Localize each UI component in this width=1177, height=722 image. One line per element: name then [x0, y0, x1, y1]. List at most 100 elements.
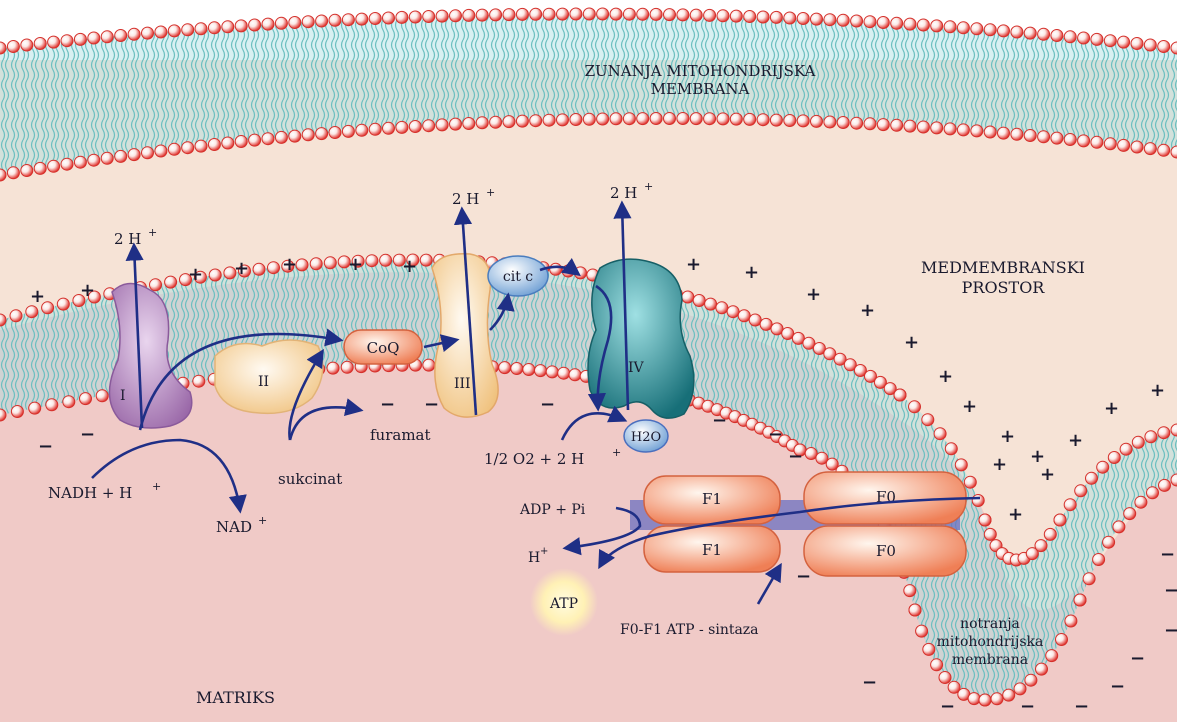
lipid-head	[757, 114, 769, 126]
lipid-head	[57, 298, 69, 310]
lipid-head	[182, 142, 194, 154]
lipid-head	[805, 448, 817, 460]
lipid-head	[971, 125, 983, 137]
lipid-head	[383, 122, 395, 134]
lipid-head	[784, 115, 796, 127]
lipid-head	[142, 27, 154, 39]
intermembrane-space-label-line1: MEDMEMBRANSKI	[921, 258, 1085, 277]
minus-charge: −	[862, 672, 877, 693]
lipid-head	[583, 8, 595, 20]
lipid-head	[597, 8, 609, 20]
svg-text:2 H: 2 H	[114, 230, 141, 248]
minus-charge: −	[380, 394, 395, 415]
lipid-head	[824, 14, 836, 26]
lipid-head	[704, 9, 716, 21]
lipid-head	[34, 162, 46, 174]
plus-charge: +	[402, 256, 417, 277]
lipid-head	[249, 134, 261, 146]
lipid-head	[909, 604, 921, 616]
lipid-head	[423, 120, 435, 132]
lipid-head	[436, 10, 448, 22]
lipid-head	[923, 643, 935, 655]
lipid-head	[48, 36, 60, 48]
lipid-head	[583, 113, 595, 125]
lipid-head	[168, 25, 180, 37]
lipid-head	[530, 115, 542, 127]
lipid-head	[964, 476, 976, 488]
lipid-head	[302, 129, 314, 141]
coq-label: CoQ	[367, 339, 400, 357]
lipid-head	[558, 367, 570, 379]
lipid-head	[516, 8, 528, 20]
lipid-head	[128, 28, 140, 40]
lipid-head	[74, 33, 86, 45]
lipid-head	[289, 17, 301, 29]
lipid-head	[275, 17, 287, 29]
svg-text:+: +	[152, 480, 161, 493]
lipid-head	[1083, 573, 1095, 585]
lipid-head	[693, 295, 705, 307]
lipid-head	[705, 298, 717, 310]
lipid-head	[904, 120, 916, 132]
lipid-head	[165, 276, 177, 288]
lipid-head	[1056, 634, 1068, 646]
lipid-head	[851, 15, 863, 27]
lipid-head	[450, 118, 462, 130]
lipid-head	[396, 121, 408, 133]
svg-text:+: +	[148, 226, 157, 239]
lipid-head	[1120, 443, 1132, 455]
lipid-head	[1038, 28, 1050, 40]
lipid-head	[864, 16, 876, 28]
svg-text:1/2 O2 + 2 H: 1/2 O2 + 2 H	[484, 450, 584, 468]
lipid-head	[968, 693, 980, 705]
lipid-head	[1097, 461, 1109, 473]
lipid-head	[1035, 540, 1047, 552]
svg-text:NAD: NAD	[216, 518, 252, 536]
lipid-head	[409, 121, 421, 133]
lipid-head	[1147, 487, 1159, 499]
lipid-head	[1025, 674, 1037, 686]
lipid-head	[690, 9, 702, 21]
lipid-head	[546, 366, 558, 378]
lipid-head	[944, 123, 956, 135]
lipid-head	[21, 39, 33, 51]
lipid-head	[296, 259, 308, 271]
lipid-head	[597, 113, 609, 125]
minus-charge: −	[940, 696, 955, 717]
lipid-head	[770, 114, 782, 126]
lipid-head	[195, 23, 207, 35]
lipid-head	[476, 9, 488, 21]
plus-charge: +	[234, 258, 249, 279]
lipid-head	[396, 11, 408, 23]
lipid-head	[1118, 36, 1130, 48]
complex-1-label: I	[120, 388, 126, 404]
lipid-head	[96, 390, 108, 402]
lipid-head	[316, 128, 328, 140]
lipid-head	[1091, 136, 1103, 148]
lipid-head	[730, 113, 742, 125]
atp-synthase-label: F0-F1 ATP - sintaza	[620, 622, 759, 638]
svg-text:+: +	[644, 180, 653, 193]
lipid-head	[569, 369, 581, 381]
lipid-head	[760, 318, 772, 330]
minus-charge: −	[796, 566, 811, 587]
lipid-head	[222, 21, 234, 33]
succinate-label: sukcinat	[278, 470, 342, 488]
lipid-head	[155, 145, 167, 157]
lipid-head	[1075, 485, 1087, 497]
svg-text:+: +	[612, 446, 621, 459]
lipid-head	[1074, 594, 1086, 606]
lipid-head	[182, 24, 194, 36]
lipid-head	[690, 113, 702, 125]
lipid-head	[150, 279, 162, 291]
lipid-head	[922, 414, 934, 426]
minus-charge: −	[424, 394, 439, 415]
lipid-head	[1144, 143, 1156, 155]
lipid-head	[1051, 132, 1063, 144]
minus-charge: −	[1130, 648, 1145, 669]
lipid-head	[1064, 134, 1076, 146]
lipid-head	[1024, 130, 1036, 142]
lipid-head	[409, 11, 421, 23]
lipid-head	[610, 8, 622, 20]
